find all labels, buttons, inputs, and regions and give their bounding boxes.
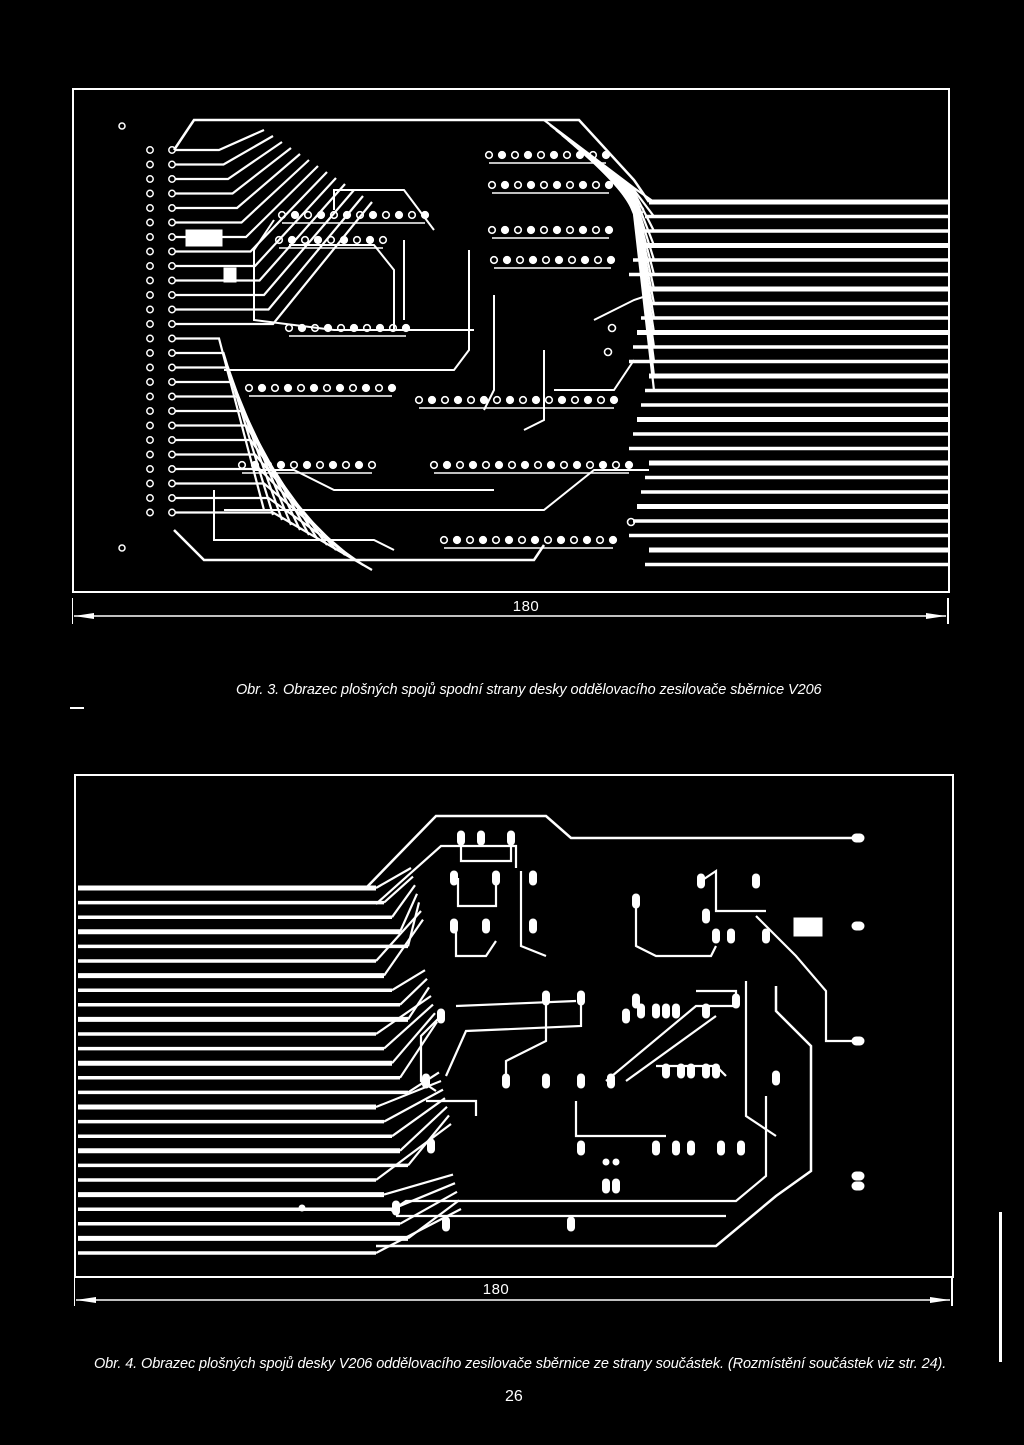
margin-mark bbox=[70, 707, 84, 709]
page-number: 26 bbox=[505, 1388, 523, 1405]
pcb-board-bottom-side bbox=[72, 88, 950, 593]
pcb-trace-pattern-bottom bbox=[118, 118, 950, 571]
dimension-label: 180 bbox=[476, 1281, 516, 1298]
pcb-trace-pattern-top bbox=[78, 814, 865, 1255]
dimension-label: 180 bbox=[506, 598, 546, 615]
margin-mark bbox=[999, 1212, 1002, 1362]
dimension-line-fig4: 180 bbox=[73, 1278, 954, 1308]
dimension-line-fig3: 180 bbox=[71, 596, 950, 626]
figure-caption: Obr. 4. Obrazec plošných spojů desky V20… bbox=[94, 1356, 947, 1372]
figure-caption: Obr. 3. Obrazec plošných spojů spodní st… bbox=[236, 682, 822, 698]
pcb-board-component-side bbox=[74, 774, 954, 1278]
